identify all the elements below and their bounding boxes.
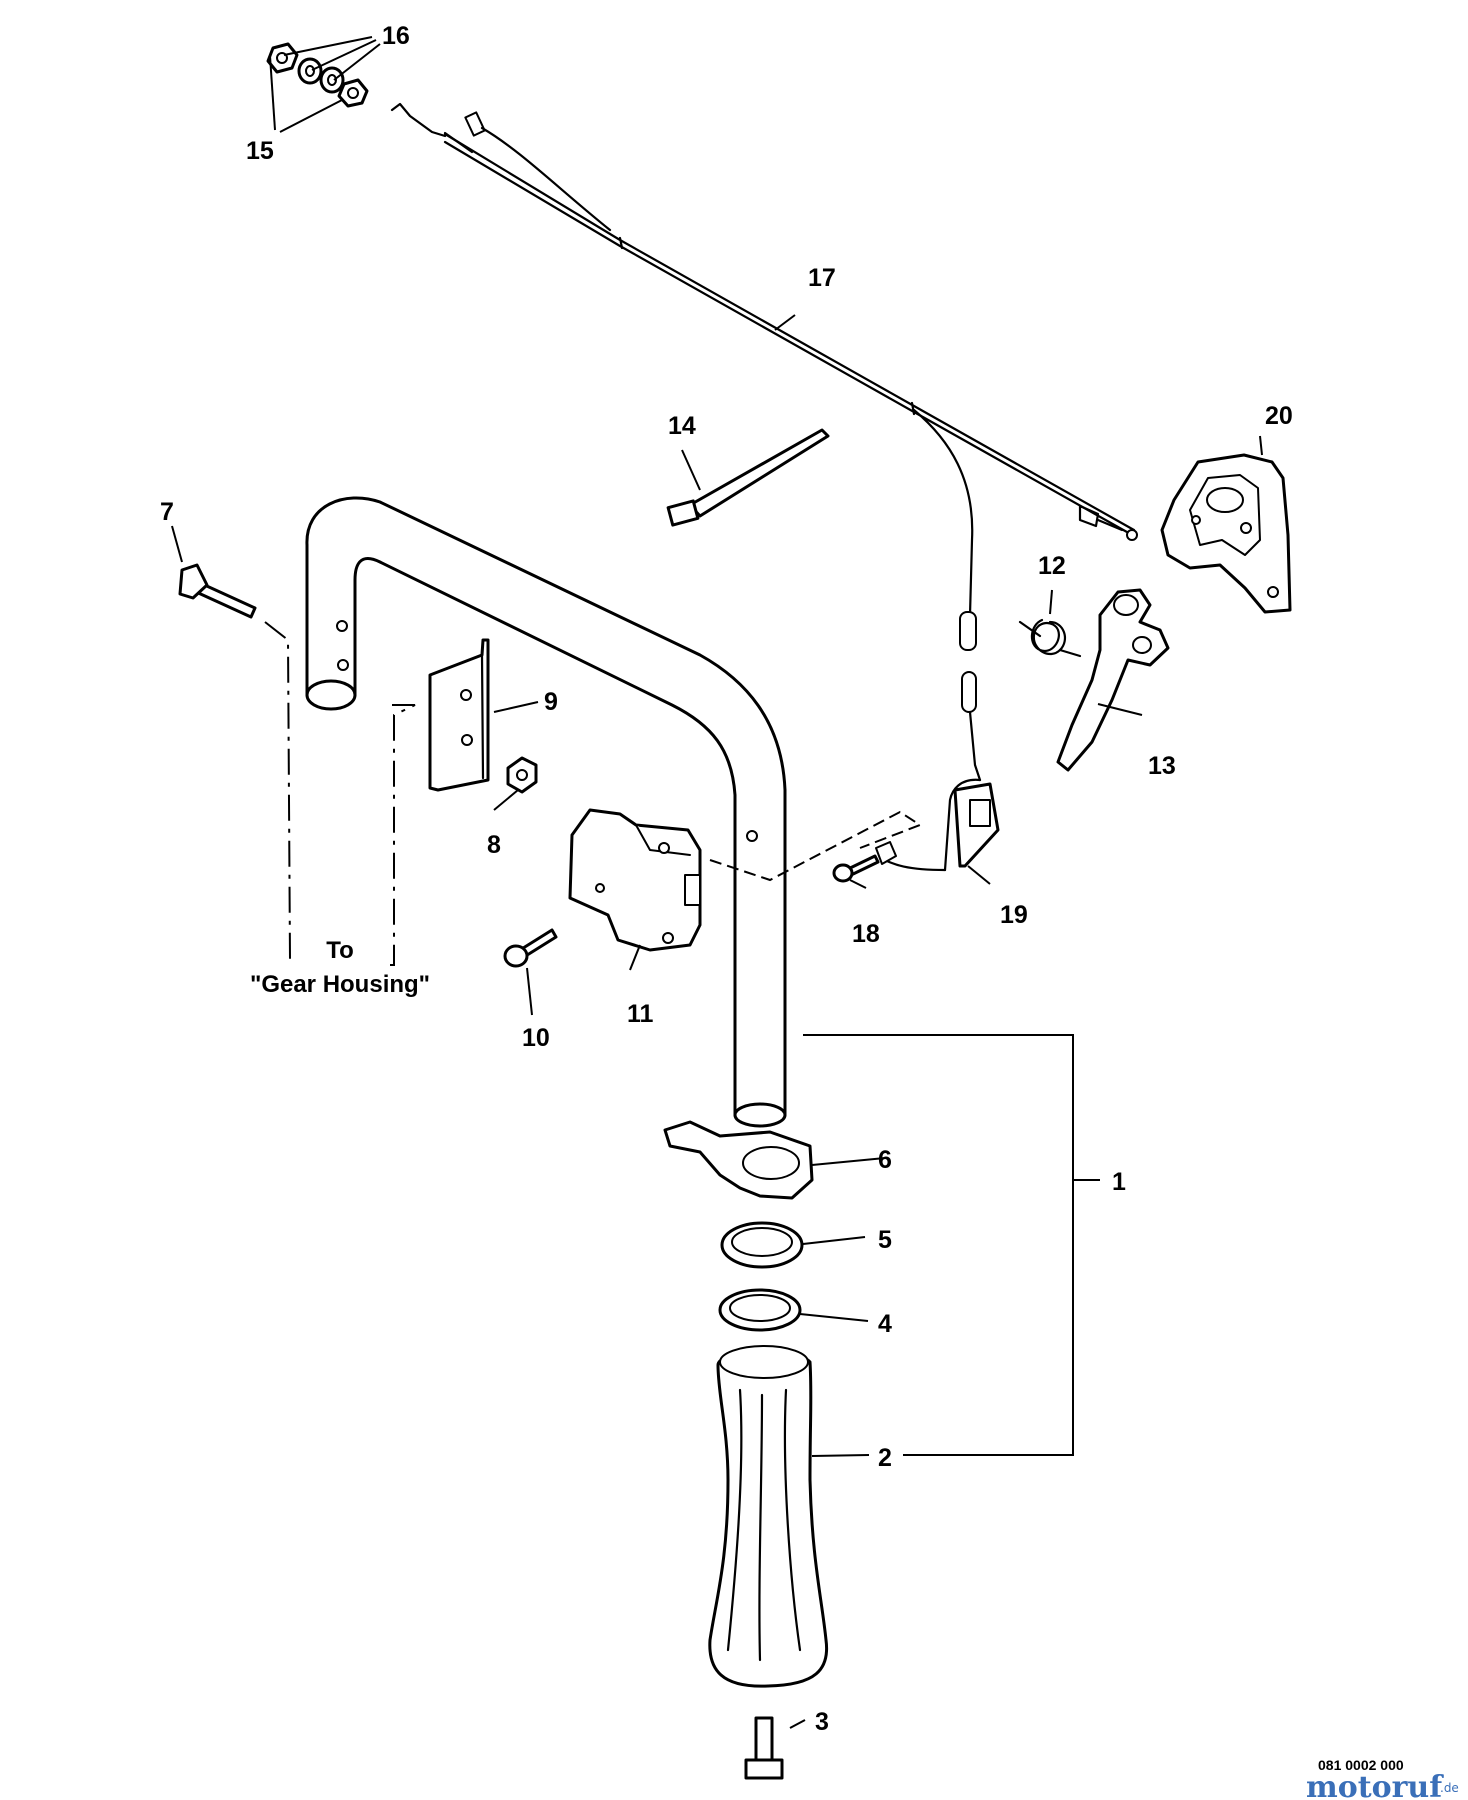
flat-washer: [718, 1288, 802, 1332]
note-line-1: To: [326, 937, 354, 964]
hex-bolt: [178, 563, 257, 619]
stop-switch: [875, 778, 1000, 872]
throttle-trigger: [1056, 588, 1170, 772]
handle-tube: [305, 496, 787, 1128]
assembly-lines: [264, 621, 923, 966]
handle-grip: [708, 1345, 829, 1688]
throttle-cable: [390, 102, 1138, 782]
callout-3: 3: [815, 1708, 829, 1736]
callout-1: 1: [1112, 1168, 1126, 1196]
reference-number: 081 0002 000: [1318, 1757, 1404, 1773]
throttle-housing: [1160, 453, 1292, 614]
cable-tie: [666, 428, 830, 527]
watermark-tld: .de: [1440, 1781, 1459, 1795]
hex-nut: [506, 756, 538, 794]
callout-20: 20: [1265, 402, 1293, 430]
callout-14: 14: [668, 412, 696, 440]
handle-clamp: [568, 808, 702, 952]
callout-15: 15: [246, 137, 274, 165]
switch-screw: [832, 854, 880, 883]
watermark-brand: motoruf: [1306, 1770, 1444, 1800]
callout-17: 17: [808, 264, 836, 292]
callout-4: 4: [878, 1310, 892, 1338]
callout-18: 18: [852, 920, 880, 948]
torsion-spring: [1018, 618, 1082, 658]
nut-washer-set: [266, 42, 369, 108]
callout-13: 13: [1148, 752, 1176, 780]
callout-11: 11: [627, 1000, 654, 1028]
callout-9: 9: [544, 688, 558, 716]
callout-8: 8: [487, 831, 501, 859]
note-line-2: "Gear Housing": [250, 971, 430, 998]
callout-7: 7: [160, 498, 174, 526]
callout-16: 16: [382, 22, 410, 50]
clamp-screw: [503, 928, 558, 968]
handle-plate: [663, 1120, 814, 1200]
callout-6: 6: [878, 1146, 892, 1174]
mounting-bracket: [428, 638, 490, 792]
callout-19: 19: [1000, 901, 1028, 929]
callout-2: 2: [878, 1444, 892, 1472]
callout-12: 12: [1038, 552, 1066, 580]
watermark-logo: motoruf .de: [1306, 1770, 1459, 1800]
callout-5: 5: [878, 1226, 892, 1254]
grip-screw: [744, 1716, 784, 1780]
spring-washer: [720, 1221, 804, 1269]
gear-housing-note: To "Gear Housing": [250, 937, 430, 998]
callout-10: 10: [522, 1024, 550, 1052]
leader-lines: [171, 36, 1263, 1729]
callout-labels: 1 2 3 4 5 6 7 8 9 10 11 12 13 14 15 16 1…: [160, 22, 1293, 1736]
